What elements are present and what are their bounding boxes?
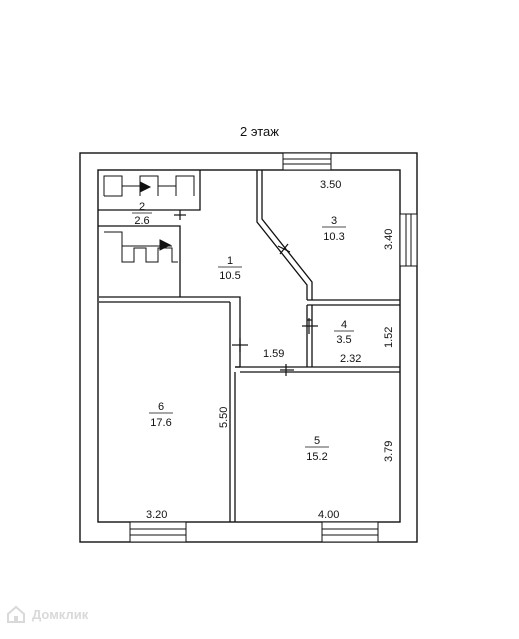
- room-4-area: 3.5: [336, 334, 351, 346]
- dim-door-width: 1.59: [263, 348, 284, 360]
- dim-room6-height: 5.50: [218, 407, 230, 428]
- window-bottom-left: [129, 521, 187, 543]
- outer-walls: [79, 152, 418, 543]
- dim-room6-width: 3.20: [146, 509, 167, 521]
- room-5-number: 5: [314, 435, 320, 447]
- dim-room4-width: 2.32: [340, 353, 361, 365]
- room-3-number: 3: [331, 215, 337, 227]
- watermark-text: Домклик: [32, 606, 89, 622]
- room-6-area: 17.6: [150, 417, 171, 429]
- dim-room5-height: 3.79: [383, 441, 395, 462]
- room-1-area: 10.5: [219, 270, 240, 282]
- room-2-area: 2.6: [134, 215, 149, 227]
- dim-room3-height: 3.40: [383, 229, 395, 250]
- room-2-number: 2: [139, 201, 145, 213]
- watermark: Домклик: [6, 604, 88, 624]
- windows: [129, 152, 418, 543]
- dim-room5-width: 4.00: [318, 509, 339, 521]
- house-logo-icon: [7, 605, 25, 623]
- window-right: [399, 213, 418, 267]
- room-5-area: 15.2: [306, 451, 327, 463]
- window-top: [282, 152, 332, 171]
- dim-room4-height: 1.52: [383, 327, 395, 348]
- room-1-number: 1: [227, 255, 233, 267]
- room-4-number: 4: [341, 319, 347, 331]
- room-labels: 1 10.5 2 2.6 3 10.3 4 3.5 5 15.2 6 17.6: [132, 201, 354, 463]
- stairs: [103, 175, 195, 263]
- door-markers: [174, 210, 318, 376]
- floor-title: 2 этаж: [240, 124, 279, 139]
- dimension-labels: 3.50 3.40 1.52 2.32 1.59 5.50 3.79 3.20 …: [146, 179, 395, 521]
- dim-room3-width: 3.50: [320, 179, 341, 191]
- window-bottom-right: [321, 521, 379, 543]
- room-3-area: 10.3: [323, 231, 344, 243]
- room-6-number: 6: [158, 401, 164, 413]
